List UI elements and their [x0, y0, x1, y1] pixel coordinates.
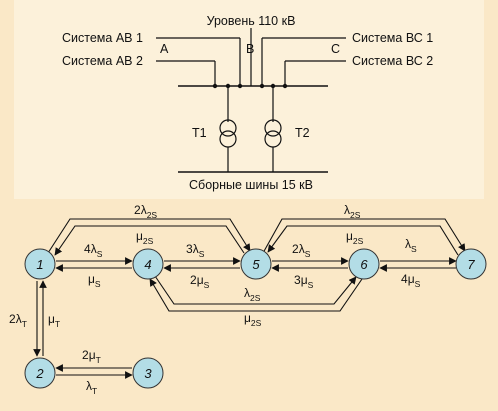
rate-label-1-5-backward: μ2S	[136, 229, 154, 246]
bus-junction-dots	[212, 83, 288, 89]
state-node-4	[132, 248, 164, 280]
left-system-2: Система АВ 2	[62, 54, 143, 68]
bus-letter-a: A	[160, 42, 169, 56]
node-label-5: 5	[252, 257, 260, 272]
arrow-5-to-1	[54, 225, 245, 256]
rate-label-1-4-backward: μS	[88, 272, 101, 289]
bus-letter-b: B	[246, 42, 254, 56]
node-label-6: 6	[360, 257, 368, 272]
rate-label-1-4-forward: 4λS	[84, 242, 103, 259]
t2-winding-upper	[264, 119, 282, 137]
substation-panel	[14, 0, 484, 199]
rate-label-2-3-forward: λT	[86, 379, 97, 396]
right-system-2: Система ВС 2	[352, 54, 433, 68]
bottom-bus-label: Сборные шины 15 кВ	[189, 178, 313, 192]
left-system-1: Система АВ 1	[62, 31, 143, 45]
rate-label-4-6-forward: λ2S	[244, 286, 261, 303]
rate-label-4-5-forward: 3λS	[186, 242, 205, 259]
state-node-5	[240, 248, 272, 280]
transformer-t2-label: T2	[295, 126, 310, 140]
state-node-3	[132, 357, 164, 389]
bus-letter-c: C	[331, 42, 340, 56]
level-label: Уровень 110 кВ	[207, 14, 296, 28]
arrow-1-to-5	[47, 218, 251, 254]
rate-label-2-3-backward: 2μT	[82, 348, 101, 365]
rate-label-5-6-forward: 2λS	[292, 242, 311, 259]
rate-label-6-7-forward: λS	[405, 237, 417, 254]
state-node-2	[24, 357, 56, 389]
state-node-6	[348, 248, 380, 280]
substation-schematic	[156, 28, 346, 173]
rate-label-1-2-forward: 2λT	[9, 312, 27, 329]
rate-label-5-7-backward: μ2S	[346, 229, 364, 246]
state-node-7	[455, 248, 487, 280]
t1-winding-upper	[219, 119, 237, 137]
right-system-1: Система ВС 1	[352, 31, 433, 45]
arrow-5-to-7	[262, 218, 466, 254]
rate-label-6-7-backward: 4μS	[401, 272, 421, 289]
rate-label-5-7-forward: λ2S	[344, 203, 361, 220]
node-label-2: 2	[35, 366, 44, 381]
node-label-1: 1	[36, 257, 43, 272]
rate-label-5-6-backward: 3μS	[294, 273, 314, 290]
rate-label-1-2-backward: μT	[48, 312, 60, 329]
transition-arrows	[33, 218, 466, 379]
transformer-t1-label: T1	[192, 126, 207, 140]
state-node-1	[24, 248, 56, 280]
rate-label-4-5-backward: 2μS	[190, 273, 210, 290]
arrow-6-to-4	[149, 278, 363, 312]
rate-label-1-5-forward: 2λ2S	[134, 203, 157, 220]
arrow-4-to-6	[154, 275, 357, 305]
node-label-4: 4	[144, 257, 151, 272]
rate-label-4-6-backward: μ2S	[244, 311, 262, 328]
arrow-7-to-5	[267, 225, 459, 256]
state-nodes	[24, 248, 487, 389]
node-label-7: 7	[467, 257, 475, 272]
node-label-3: 3	[144, 366, 152, 381]
